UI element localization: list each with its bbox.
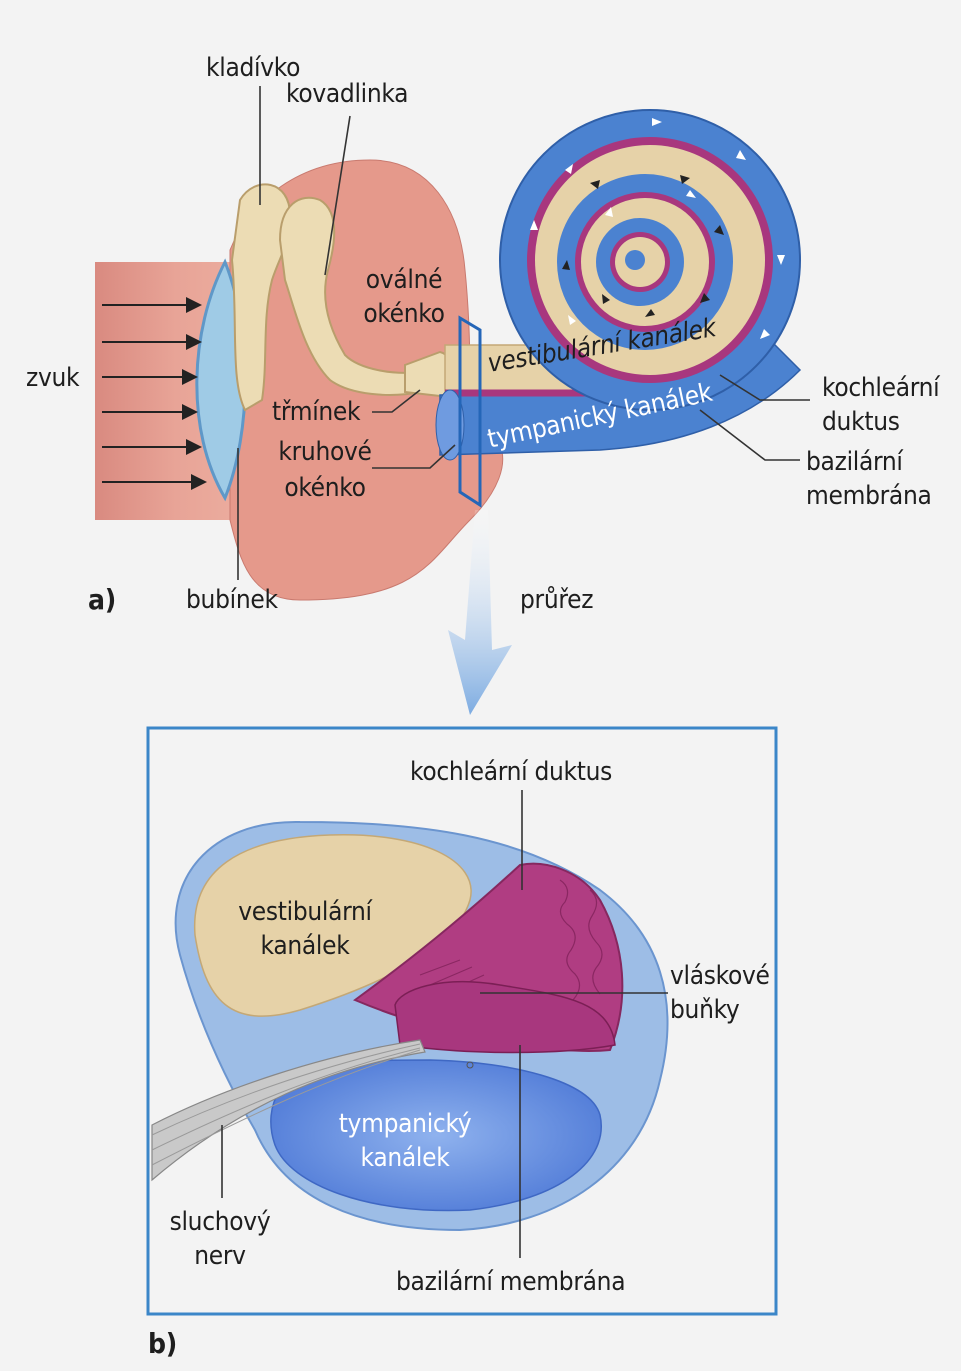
label-hair-cells-line2: buňky [670,994,739,1026]
label-cochlear-duct-line2: duktus [822,406,900,438]
label-hair-cells-line1: vláskové [670,960,770,992]
label-anvil: kovadlinka [286,78,408,110]
label-b-vestibular-canal-line2: kanálek [230,930,380,962]
label-b-basilar-membrane: bazilární membrána [396,1266,625,1298]
label-auditory-nerve-line2: nerv [160,1240,280,1272]
label-b-tympanic-canal-line1: tympanický [330,1108,480,1140]
part-b-marker: b) [148,1328,177,1360]
label-b-tympanic-canal-line2: kanálek [330,1142,480,1174]
label-b-vestibular-canal-line1: vestibulární [230,896,380,928]
label-round-window-line1: kruhové [270,436,380,468]
label-oval-window-line1: oválné [354,264,454,296]
label-eardrum: bubínek [186,584,278,616]
label-sound: zvuk [26,362,79,394]
cross-section-arrow [448,510,512,715]
label-basilar-membrane-line2: membrána [806,480,932,512]
label-basilar-membrane-line1: bazilární [806,446,903,478]
part-a-marker: a) [88,584,116,616]
label-auditory-nerve-line1: sluchový [160,1206,280,1238]
label-cochlear-duct-line1: kochleární [822,372,939,404]
label-oval-window-line2: okénko [354,298,454,330]
label-stirrup: třmínek [272,396,360,428]
label-round-window-line2: okénko [270,472,380,504]
label-b-cochlear-duct: kochleární duktus [410,756,612,788]
label-cross-section: průřez [520,584,593,616]
